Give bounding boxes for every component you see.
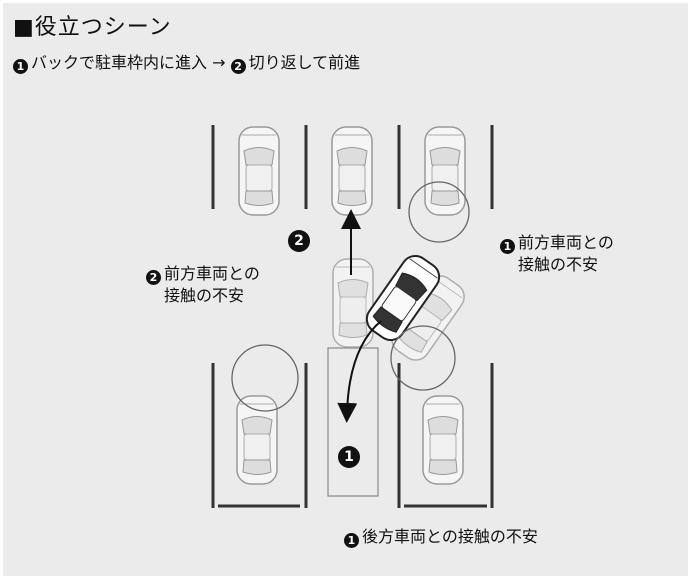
contact-circles — [231, 181, 470, 412]
step-1-text: バックで駐車枠内に進入 — [31, 53, 208, 72]
callout-front-right-line1: 前方車両との — [518, 233, 614, 252]
step-2-text: 切り返して前進 — [248, 53, 361, 72]
target-parking-space — [327, 347, 379, 497]
step-1-marker: 1 — [13, 59, 28, 74]
parked-car-bottom-left — [236, 395, 278, 485]
step-arrow: → — [212, 53, 226, 72]
callout-rear-marker: 1 — [344, 533, 359, 548]
ghost-car-center — [332, 258, 374, 348]
callout-front-right-line2: 接触の不安 — [518, 255, 599, 274]
step-2-marker: 2 — [230, 59, 246, 74]
callout-front-left-line2: 接触の不安 — [164, 286, 245, 305]
callout-front-left-marker: 2 — [146, 270, 161, 285]
parking-diagram — [211, 125, 494, 508]
parked-car-top-left — [238, 126, 280, 216]
callout-rear-text: 後方車両との接触の不安 — [362, 527, 538, 546]
bottom-parking-lines — [211, 363, 494, 508]
callout-front-left-line1: 前方車両との — [164, 264, 260, 283]
diagram-marker-1: 1 — [338, 446, 360, 468]
top-parking-lines — [211, 125, 494, 209]
page-title: ■役立つシーン — [13, 15, 172, 40]
parked-car-top-right — [424, 126, 466, 216]
parked-car-bottom-right — [422, 395, 464, 485]
parked-car-top-center — [331, 126, 373, 216]
reverse-arrow — [337, 320, 382, 423]
callout-front-right-marker: 1 — [500, 239, 515, 254]
diagram-marker-2: 2 — [288, 230, 310, 252]
